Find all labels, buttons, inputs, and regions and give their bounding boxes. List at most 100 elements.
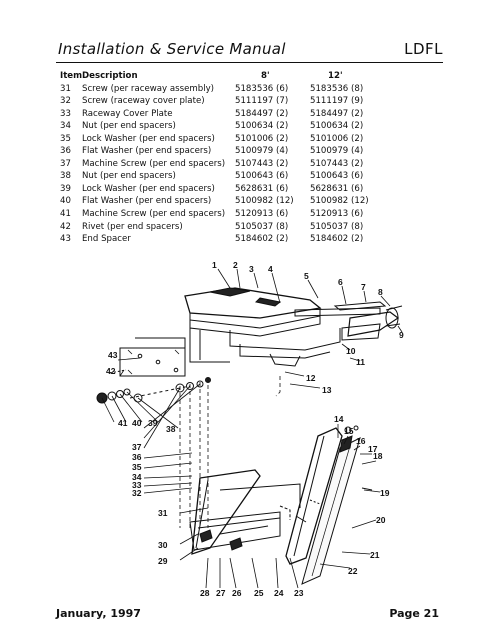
callout-5: 5 [304,271,309,281]
parts-list-row: 32 Screw (raceway cover plate) 5111197 (7)… [60,95,440,108]
callout-25: 25 [254,588,264,598]
callout-17: 17 [368,444,378,454]
cell-item: 39 [60,183,71,194]
model-code: LDFL [404,40,443,58]
cell-description: Screw (per raceway assembly) [82,83,215,94]
cell-description: Rivet (per end spacers) [82,221,183,232]
callout-23: 23 [294,588,304,598]
cell-description: Nut (per end spacers) [82,121,176,132]
callout-41: 41 [118,418,128,428]
cell-description: Lock Washer (per end spacers) [82,133,215,144]
cell-eight-ft: 5100643 (6) [235,171,289,182]
callout-38: 38 [166,424,176,434]
callout-30: 30 [158,540,168,550]
cell-eight-ft: 5100982 (12) [235,196,294,207]
callout-28: 28 [200,588,210,598]
callout-2: 2 [233,260,238,270]
cell-twelve-ft: 5100982 (12) [310,196,369,207]
cell-item: 40 [60,196,71,207]
cell-item: 32 [60,96,71,107]
parts-list-header: Item Description 8' 12' [60,70,440,83]
cell-twelve-ft: 5111197 (9) [310,96,364,107]
callout-37: 37 [132,442,142,452]
cell-eight-ft: 5120913 (6) [235,209,289,220]
callout-21: 21 [370,550,380,560]
callout-7: 7 [361,282,366,292]
cell-description: Flat Washer (per end spacers) [82,146,212,157]
cell-twelve-ft: 5100643 (6) [310,171,364,182]
callout-9: 9 [399,330,404,340]
callout-36: 36 [132,452,142,462]
cell-twelve-ft: 5101006 (2) [310,133,364,144]
parts-list-row: 39 Lock Washer (per end spacers) 5628631 (… [60,183,440,196]
parts-list-row: 38 Nut (per end spacers) 5100643 (6) 510064… [60,170,440,183]
cell-description: Machine Screw (per end spacers) [82,209,226,220]
callout-3: 3 [249,264,254,274]
callout-20: 20 [376,515,386,525]
callout-35: 35 [132,462,142,472]
callout-22: 22 [348,566,358,576]
parts-list-row: 36 Flat Washer (per end spacers) 5100979 (… [60,145,440,158]
callout-40: 40 [132,418,142,428]
cell-item: 41 [60,209,71,220]
cell-description: Nut (per end spacers) [82,171,176,182]
callout-42: 42 [106,366,116,376]
cell-eight-ft: 5111197 (7) [235,96,289,107]
callout-13: 13 [322,385,332,395]
lower-raceway-drawing [189,469,321,555]
callout-12: 12 [306,373,316,383]
callout-34: 34 [132,472,142,482]
upper-assembly-drawing [119,287,403,377]
callout-14: 14 [334,414,344,424]
callout-27: 27 [216,588,226,598]
cell-twelve-ft: 5100979 (4) [310,146,364,157]
cell-item: 43 [60,234,71,245]
callout-24: 24 [274,588,284,598]
cell-item: 42 [60,221,71,232]
callout-8: 8 [378,287,383,297]
cell-eight-ft: 5628631 (6) [235,183,289,194]
column-12ft: 12' [328,71,343,81]
callout-16: 16 [356,436,366,446]
column-item: Item [60,71,83,81]
callout-1: 1 [212,260,217,270]
footer-page-number: Page 21 [389,607,439,620]
cell-description: Machine Screw (per end spacers) [82,158,226,169]
callout-26: 26 [232,588,242,598]
callout-39: 39 [148,418,158,428]
callout-4: 4 [268,264,273,274]
side-panel-drawing [285,425,373,585]
cell-description: Lock Washer (per end spacers) [82,183,215,194]
column-description: Description [82,71,138,81]
cell-eight-ft: 5184497 (2) [235,108,289,119]
callout-33: 33 [132,480,142,490]
callout-11: 11 [356,357,365,367]
parts-list-row: 41 Machine Screw (per end spacers) 5120913… [60,208,440,221]
cell-item: 36 [60,146,71,157]
callout-19: 19 [380,488,390,498]
cell-item: 34 [60,121,71,132]
callout-10: 10 [346,346,356,356]
cell-item: 38 [60,171,71,182]
callout-31: 31 [158,508,168,518]
cell-description: Screw (raceway cover plate) [82,96,205,107]
cell-description: Raceway Cover Plate [82,108,173,119]
callout-29: 29 [158,556,168,566]
column-8ft: 8' [261,71,270,81]
callout-32: 32 [132,488,142,498]
cell-eight-ft: 5105037 (8) [235,221,289,232]
callout-43: 43 [108,350,118,360]
cell-twelve-ft: 5107443 (2) [310,158,364,169]
page-header: Installation & Service Manual LDFL [56,40,443,63]
cell-eight-ft: 5100979 (4) [235,146,289,157]
cell-item: 37 [60,158,71,169]
manual-title: Installation & Service Manual [58,40,286,58]
